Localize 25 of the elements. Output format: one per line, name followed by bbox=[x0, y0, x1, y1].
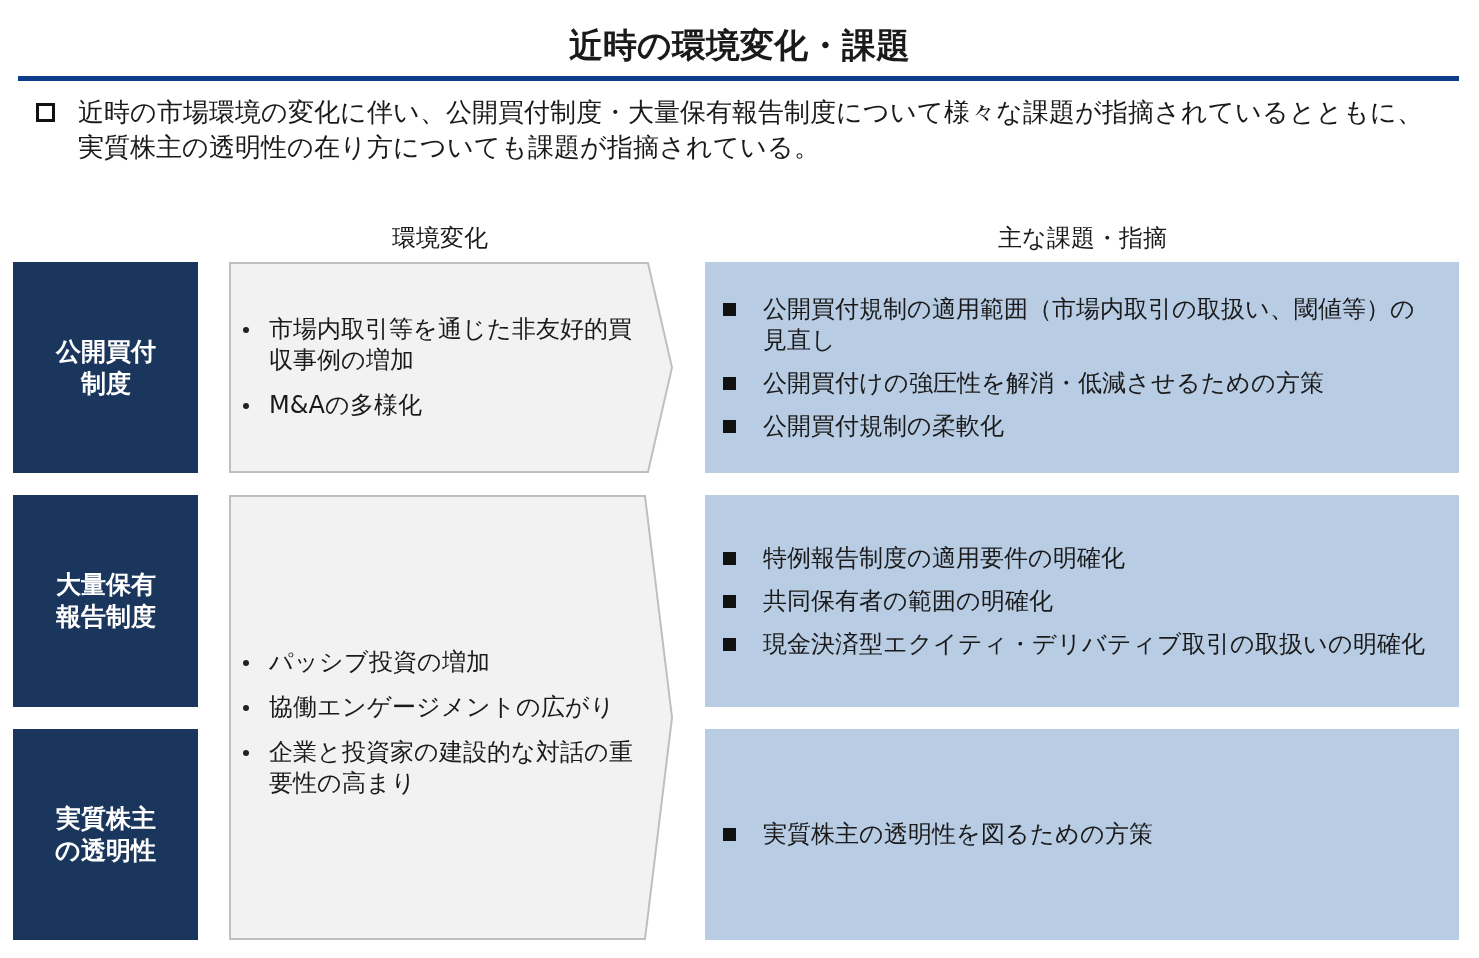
issue-panel bbox=[705, 262, 1459, 473]
intro-paragraph: 近時の市場環境の変化に伴い、公開買付制度・大量保有報告制度について様々な課題が指摘されているとともに、実質株主の透明性の在り方についても課題が指摘されている。 bbox=[78, 96, 1424, 164]
issue-item: 共同保有者の範囲の明確化 bbox=[763, 585, 1053, 617]
change-item: パッシブ投資の増加 bbox=[269, 647, 490, 678]
category-box bbox=[13, 262, 198, 473]
category-label: 公開買付制度 bbox=[54, 335, 157, 400]
category-label: 大量保有報告制度 bbox=[54, 569, 157, 633]
issue-item: 公開買付規制の適用範囲（市場内取引の取扱い、閾値等）の見直し bbox=[763, 293, 1416, 356]
column-header: 環境変化 bbox=[391, 223, 489, 254]
issue-item: 現金決済型エクイティ・デリバティブ取引の取扱いの明確化 bbox=[763, 628, 1425, 660]
column-header: 主な課題・指摘 bbox=[997, 223, 1168, 254]
change-item: 協働エンゲージメントの広がり bbox=[269, 692, 615, 723]
issue-item: 特例報告制度の適用要件の明確化 bbox=[763, 542, 1125, 574]
change-item: 企業と投資家の建設的な対話の重要性の高まり bbox=[269, 737, 633, 799]
change-item: 市場内取引等を通じた非友好的買収事例の増加 bbox=[269, 314, 633, 376]
issue-item: 公開買付けの強圧性を解消・低減させるための方策 bbox=[763, 367, 1324, 399]
category-label: 実質株主の透明性 bbox=[54, 802, 157, 867]
issue-item: 公開買付規制の柔軟化 bbox=[763, 410, 1004, 442]
category-box bbox=[13, 495, 198, 707]
issue-panel bbox=[705, 495, 1459, 707]
issue-panel bbox=[705, 729, 1459, 940]
change-item: M&Aの多様化 bbox=[269, 390, 422, 421]
slide-title: 近時の環境変化・課題 bbox=[568, 24, 911, 67]
issue-item: 実質株主の透明性を図るための方策 bbox=[763, 819, 1153, 850]
category-box bbox=[13, 729, 198, 940]
